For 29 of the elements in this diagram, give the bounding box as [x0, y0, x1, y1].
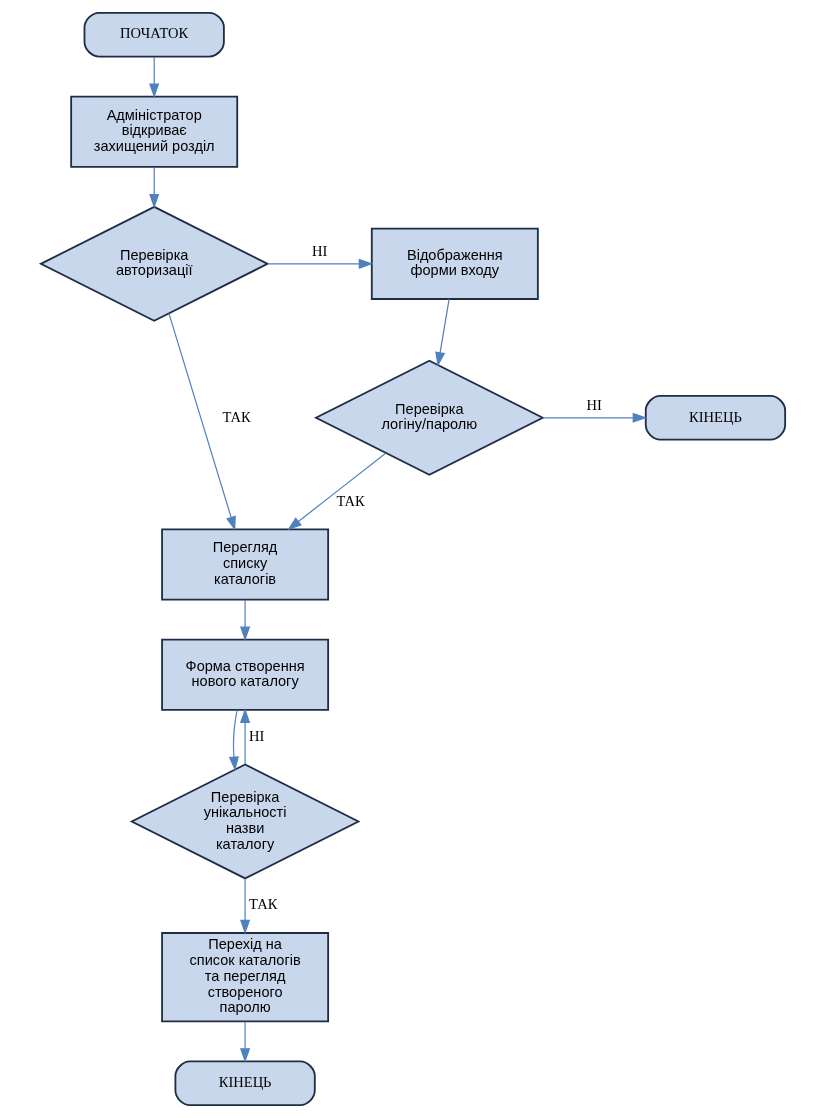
arrow: [167, 313, 236, 531]
node-box: ПОЧАТОК: [83, 12, 225, 58]
arrow: [228, 709, 239, 772]
arrow: [541, 412, 647, 423]
node-box: Відображення форми входу: [370, 227, 539, 300]
arrow: [286, 452, 386, 531]
edge-label: НІ: [586, 397, 602, 414]
node-box: Адміністратор відкриває захищений розділ: [69, 95, 238, 168]
arrow: [239, 599, 250, 642]
edge-label: НІ: [311, 243, 327, 260]
arrow: [266, 258, 373, 269]
edge-label: ТАК: [221, 408, 251, 425]
arrow: [148, 56, 159, 99]
arrow: [239, 877, 250, 935]
node-box: Перехід на список каталогів та перегляд створеного паролю: [160, 932, 329, 1023]
edge-label: НІ: [248, 727, 264, 744]
arrow: [239, 708, 250, 765]
arrow: [434, 298, 450, 367]
node-diamond: Перевірка авторизації: [38, 205, 270, 322]
node-diamond: Перевірка логіну/паролю: [313, 359, 545, 476]
edge-label: ТАК: [248, 896, 277, 913]
edge-label: ТАК: [335, 492, 365, 509]
node-box: КІНЕЦЬ: [644, 395, 786, 441]
node-diamond: Перевірка унікальності назви каталогу: [129, 763, 360, 880]
arrow: [148, 166, 159, 209]
node-box: Форма створення нового каталогу: [160, 638, 329, 711]
node-box: КІНЕЦЬ: [174, 1060, 316, 1106]
node-box: Перегляд списку каталогів: [160, 528, 329, 601]
arrow: [239, 1021, 250, 1063]
